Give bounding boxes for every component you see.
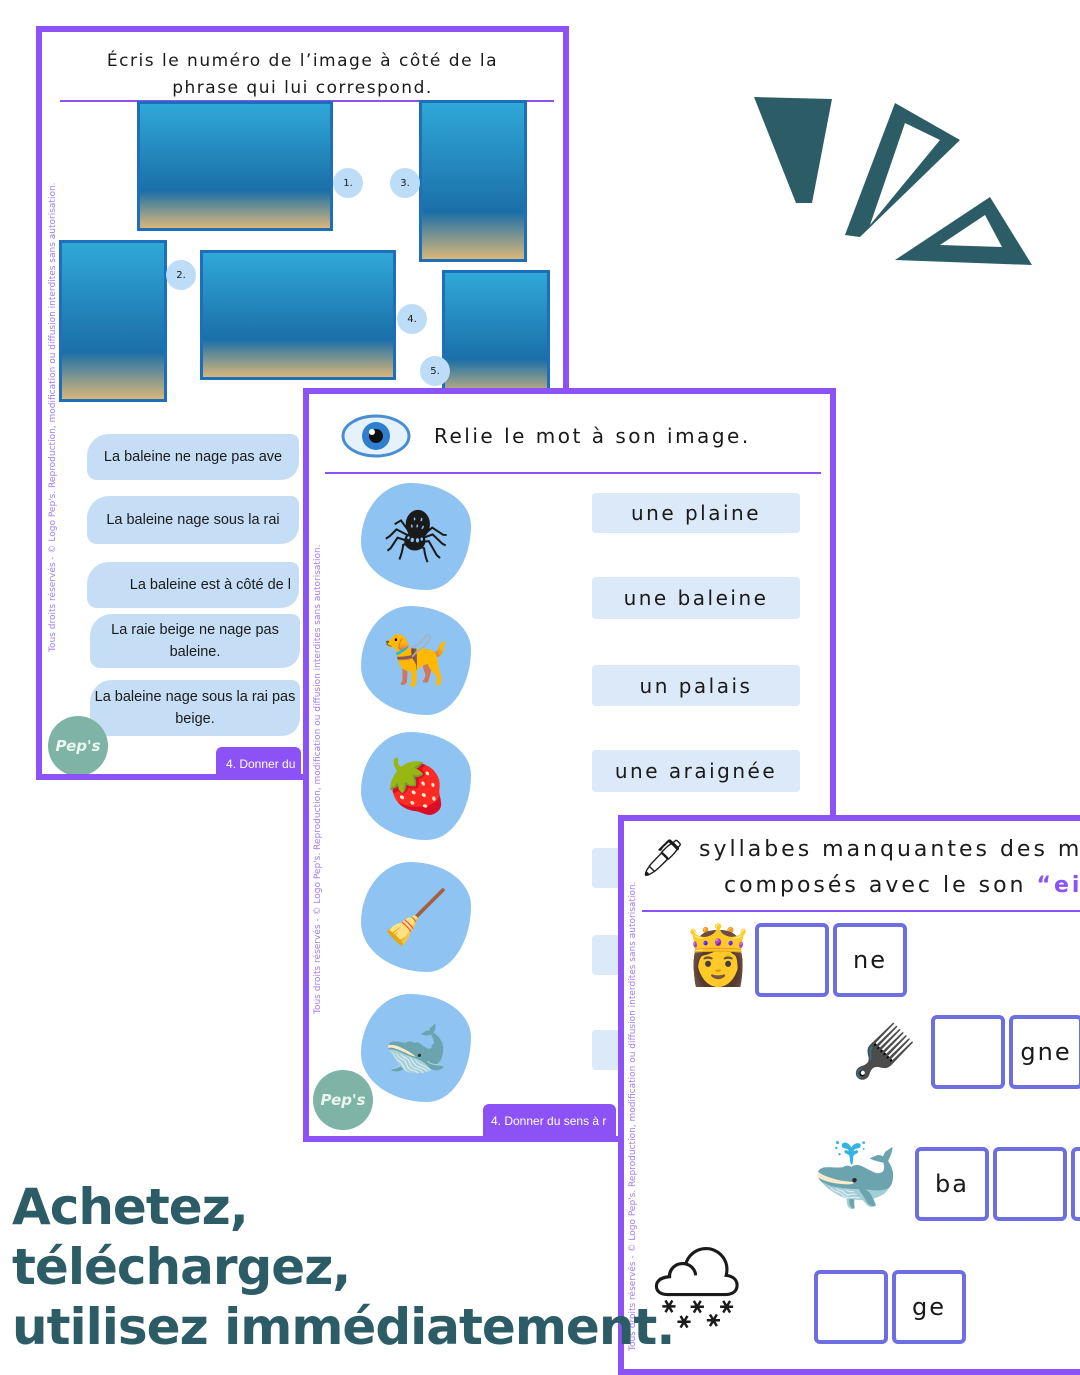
letter-box: ge	[892, 1270, 966, 1344]
letter-box: ne	[833, 923, 907, 997]
page1-title: Écris le numéro de l’image à côté de la …	[42, 48, 563, 102]
title-line-1: syllabes manquantes des m	[699, 837, 1080, 862]
copyright-text: Tous droits réservés - © Logo Pep's. Rep…	[628, 881, 638, 1351]
page2-title: Relie le mot à son image.	[434, 424, 751, 448]
letter-box[interactable]	[1071, 1147, 1080, 1221]
sentence-pill: La baleine nage sous la rai	[87, 496, 299, 544]
sound-highlight: “ei	[1037, 873, 1080, 898]
image-5-ray-turtle	[442, 270, 550, 400]
word-label: une araignée	[592, 750, 800, 792]
sentence-pill: La raie beige ne nage pas baleine.	[90, 614, 300, 668]
promo-line-3: utilisez immédiatement.	[12, 1302, 674, 1352]
sentence-pill: La baleine nage sous la rai pas beige.	[90, 680, 300, 736]
broom-image: 🧹	[361, 862, 471, 972]
number-badge: 3.	[390, 168, 420, 198]
footer-tab: 4. Donner du	[216, 747, 301, 780]
eye-icon	[341, 412, 411, 460]
mark-1	[754, 97, 832, 203]
letter-box: gne	[1009, 1015, 1080, 1089]
image-4-whale-ray	[200, 250, 396, 380]
spider-image: 🕷	[361, 483, 471, 590]
divider	[325, 472, 821, 474]
sentence-pill: La baleine ne nage pas ave	[87, 434, 299, 480]
image-2-ray-whale	[59, 240, 167, 402]
word-label: une plaine	[592, 493, 800, 533]
number-badge: 1.	[333, 168, 363, 198]
footer-tab: 4. Donner du sens à r	[483, 1104, 616, 1137]
copyright-text: Tous droits réservés - © Logo Pep's. Rep…	[48, 182, 58, 652]
promo-line-2: téléchargez,	[12, 1242, 350, 1292]
decorative-marks	[740, 85, 1050, 275]
peps-logo: Pep's	[48, 716, 108, 776]
letter-box[interactable]	[993, 1147, 1067, 1221]
number-badge: 2.	[166, 260, 196, 290]
leash-image: 🦮	[361, 606, 471, 715]
number-badge: 4.	[397, 304, 427, 334]
whale-image: 🐳	[812, 1135, 899, 1218]
number-badge: 5.	[420, 356, 450, 386]
divider	[642, 910, 1080, 912]
strawberry-image: 🍓	[361, 732, 471, 840]
worksheet-page-3: 🖊 syllabes manquantes des m composés ave…	[618, 815, 1080, 1375]
queen-image: 👸	[682, 921, 754, 990]
letter-box[interactable]	[814, 1270, 888, 1344]
title-line-1: Écris le numéro de l’image à côté de la	[42, 48, 563, 75]
image-1-whale-starfish	[137, 101, 333, 231]
whale-image: 🐋	[361, 994, 471, 1102]
title-line-2: composés avec le son “ei	[724, 873, 1080, 898]
title-line-2: phrase qui lui correspond.	[42, 75, 563, 102]
promo-line-1: Achetez,	[12, 1182, 248, 1232]
word-label: une baleine	[592, 577, 800, 619]
title-text: composés avec le son	[724, 873, 1037, 898]
comb-image: 🪮	[852, 1021, 917, 1082]
copyright-text: Tous droits réservés - © Logo Pep's. Rep…	[313, 544, 323, 1014]
letter-box[interactable]	[931, 1015, 1005, 1089]
word-label: un palais	[592, 665, 800, 706]
image-3-ray-whale	[419, 100, 527, 262]
peps-logo: Pep's	[313, 1070, 373, 1130]
letter-box: ba	[915, 1147, 989, 1221]
letter-box[interactable]	[755, 923, 829, 997]
sentence-pill: La baleine est à côté de l	[87, 562, 299, 608]
pen-icon: 🖊	[640, 837, 686, 879]
